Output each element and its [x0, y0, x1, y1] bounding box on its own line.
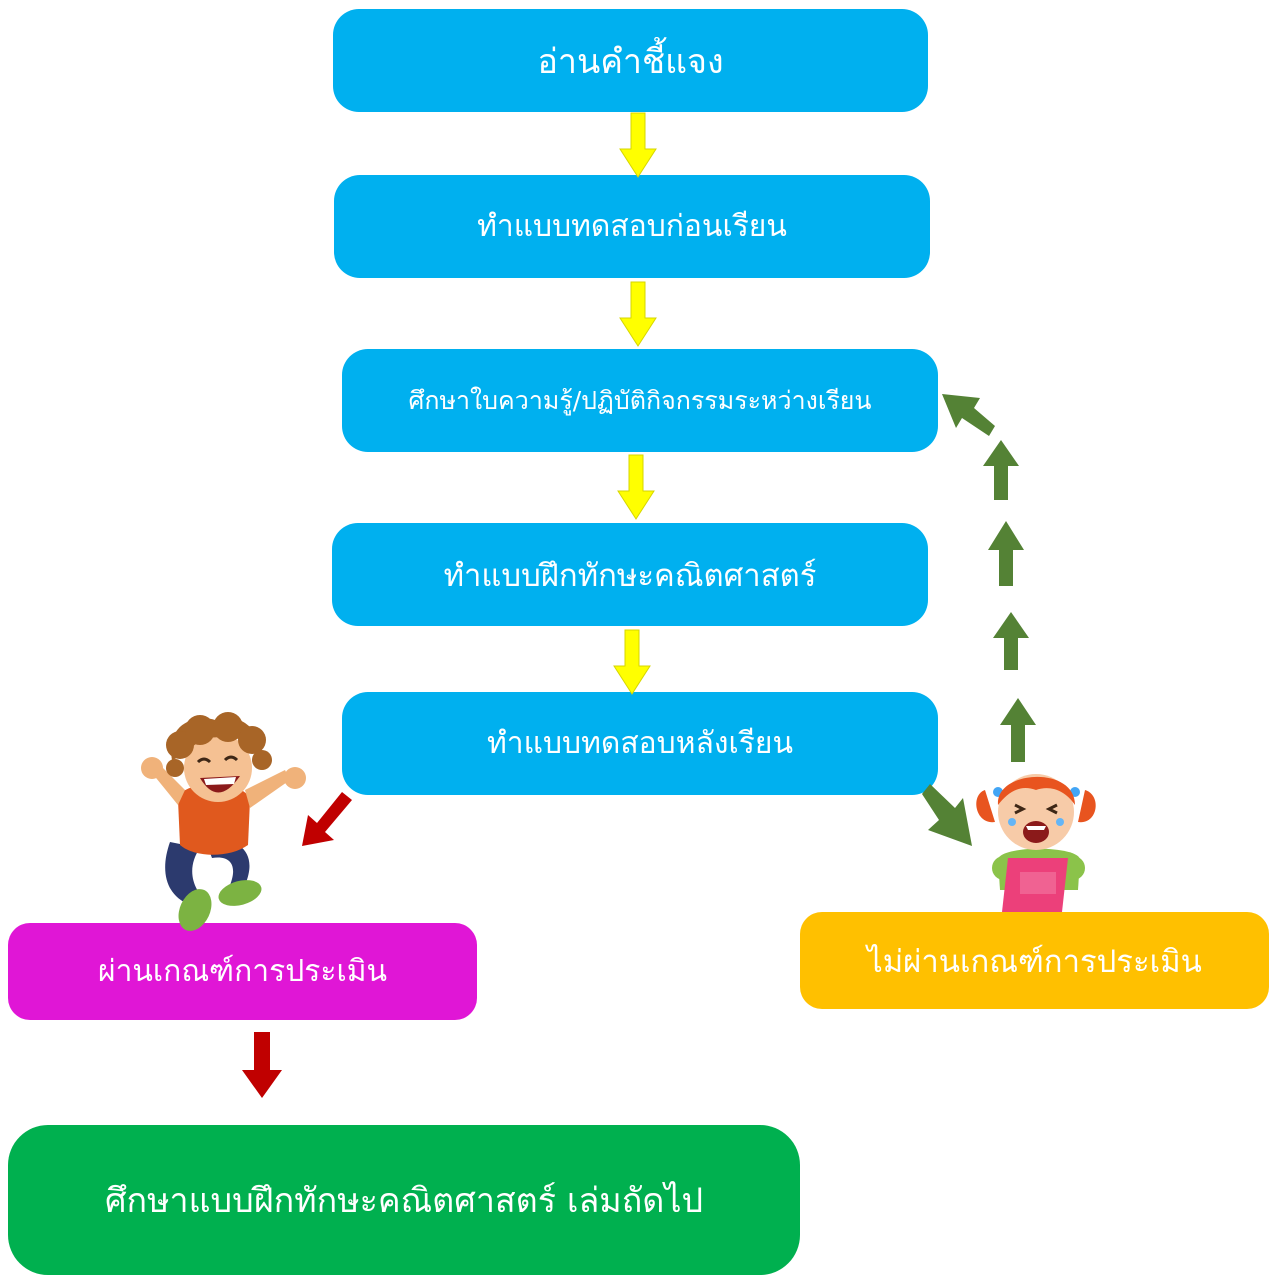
- outcome-fail-label: ไม่ผ่านเกณฑ์การประเมิน: [867, 943, 1202, 980]
- arrow-back-to-study-icon: [942, 394, 995, 436]
- arrow-down-to-next-icon: [242, 1032, 282, 1098]
- step-study-activities: ศึกษาใบความรู้/ปฏิบัติกิจกรรมระหว่างเรีย…: [342, 349, 938, 452]
- step-label: ทำแบบทดสอบหลังเรียน: [487, 726, 793, 761]
- step-pretest: ทำแบบทดสอบก่อนเรียน: [334, 175, 930, 278]
- arrow-up-icon: [983, 440, 1019, 500]
- arrow-up-icon: [1000, 698, 1036, 762]
- arrow-up-icon: [993, 612, 1029, 670]
- arrow-up-icon: [988, 521, 1024, 586]
- step-posttest: ทำแบบทดสอบหลังเรียน: [342, 692, 938, 795]
- step-practice-exercises: ทำแบบฝึกทักษะคณิตศาสตร์: [332, 523, 928, 626]
- arrow-to-fail-icon: [922, 784, 972, 846]
- step-label: อ่านคำชี้แจง: [537, 41, 724, 82]
- outcome-pass-label: ผ่านเกณฑ์การประเมิน: [97, 954, 387, 989]
- step-label: ทำแบบทดสอบก่อนเรียน: [477, 209, 787, 244]
- next-book-step: ศึกษาแบบฝึกทักษะคณิตศาสตร์ เล่มถัดไป: [8, 1125, 800, 1275]
- step-label: ศึกษาใบความรู้/ปฏิบัติกิจกรรมระหว่างเรีย…: [408, 385, 872, 415]
- next-book-label: ศึกษาแบบฝึกทักษะคณิตศาสตร์ เล่มถัดไป: [104, 1181, 704, 1221]
- step-label: ทำแบบฝึกทักษะคณิตศาสตร์: [443, 557, 817, 594]
- outcome-fail: ไม่ผ่านเกณฑ์การประเมิน: [800, 912, 1269, 1009]
- outcome-pass: ผ่านเกณฑ์การประเมิน: [8, 923, 477, 1020]
- step-read-instructions: อ่านคำชี้แจง: [333, 9, 928, 112]
- arrow-to-pass-icon: [302, 792, 352, 846]
